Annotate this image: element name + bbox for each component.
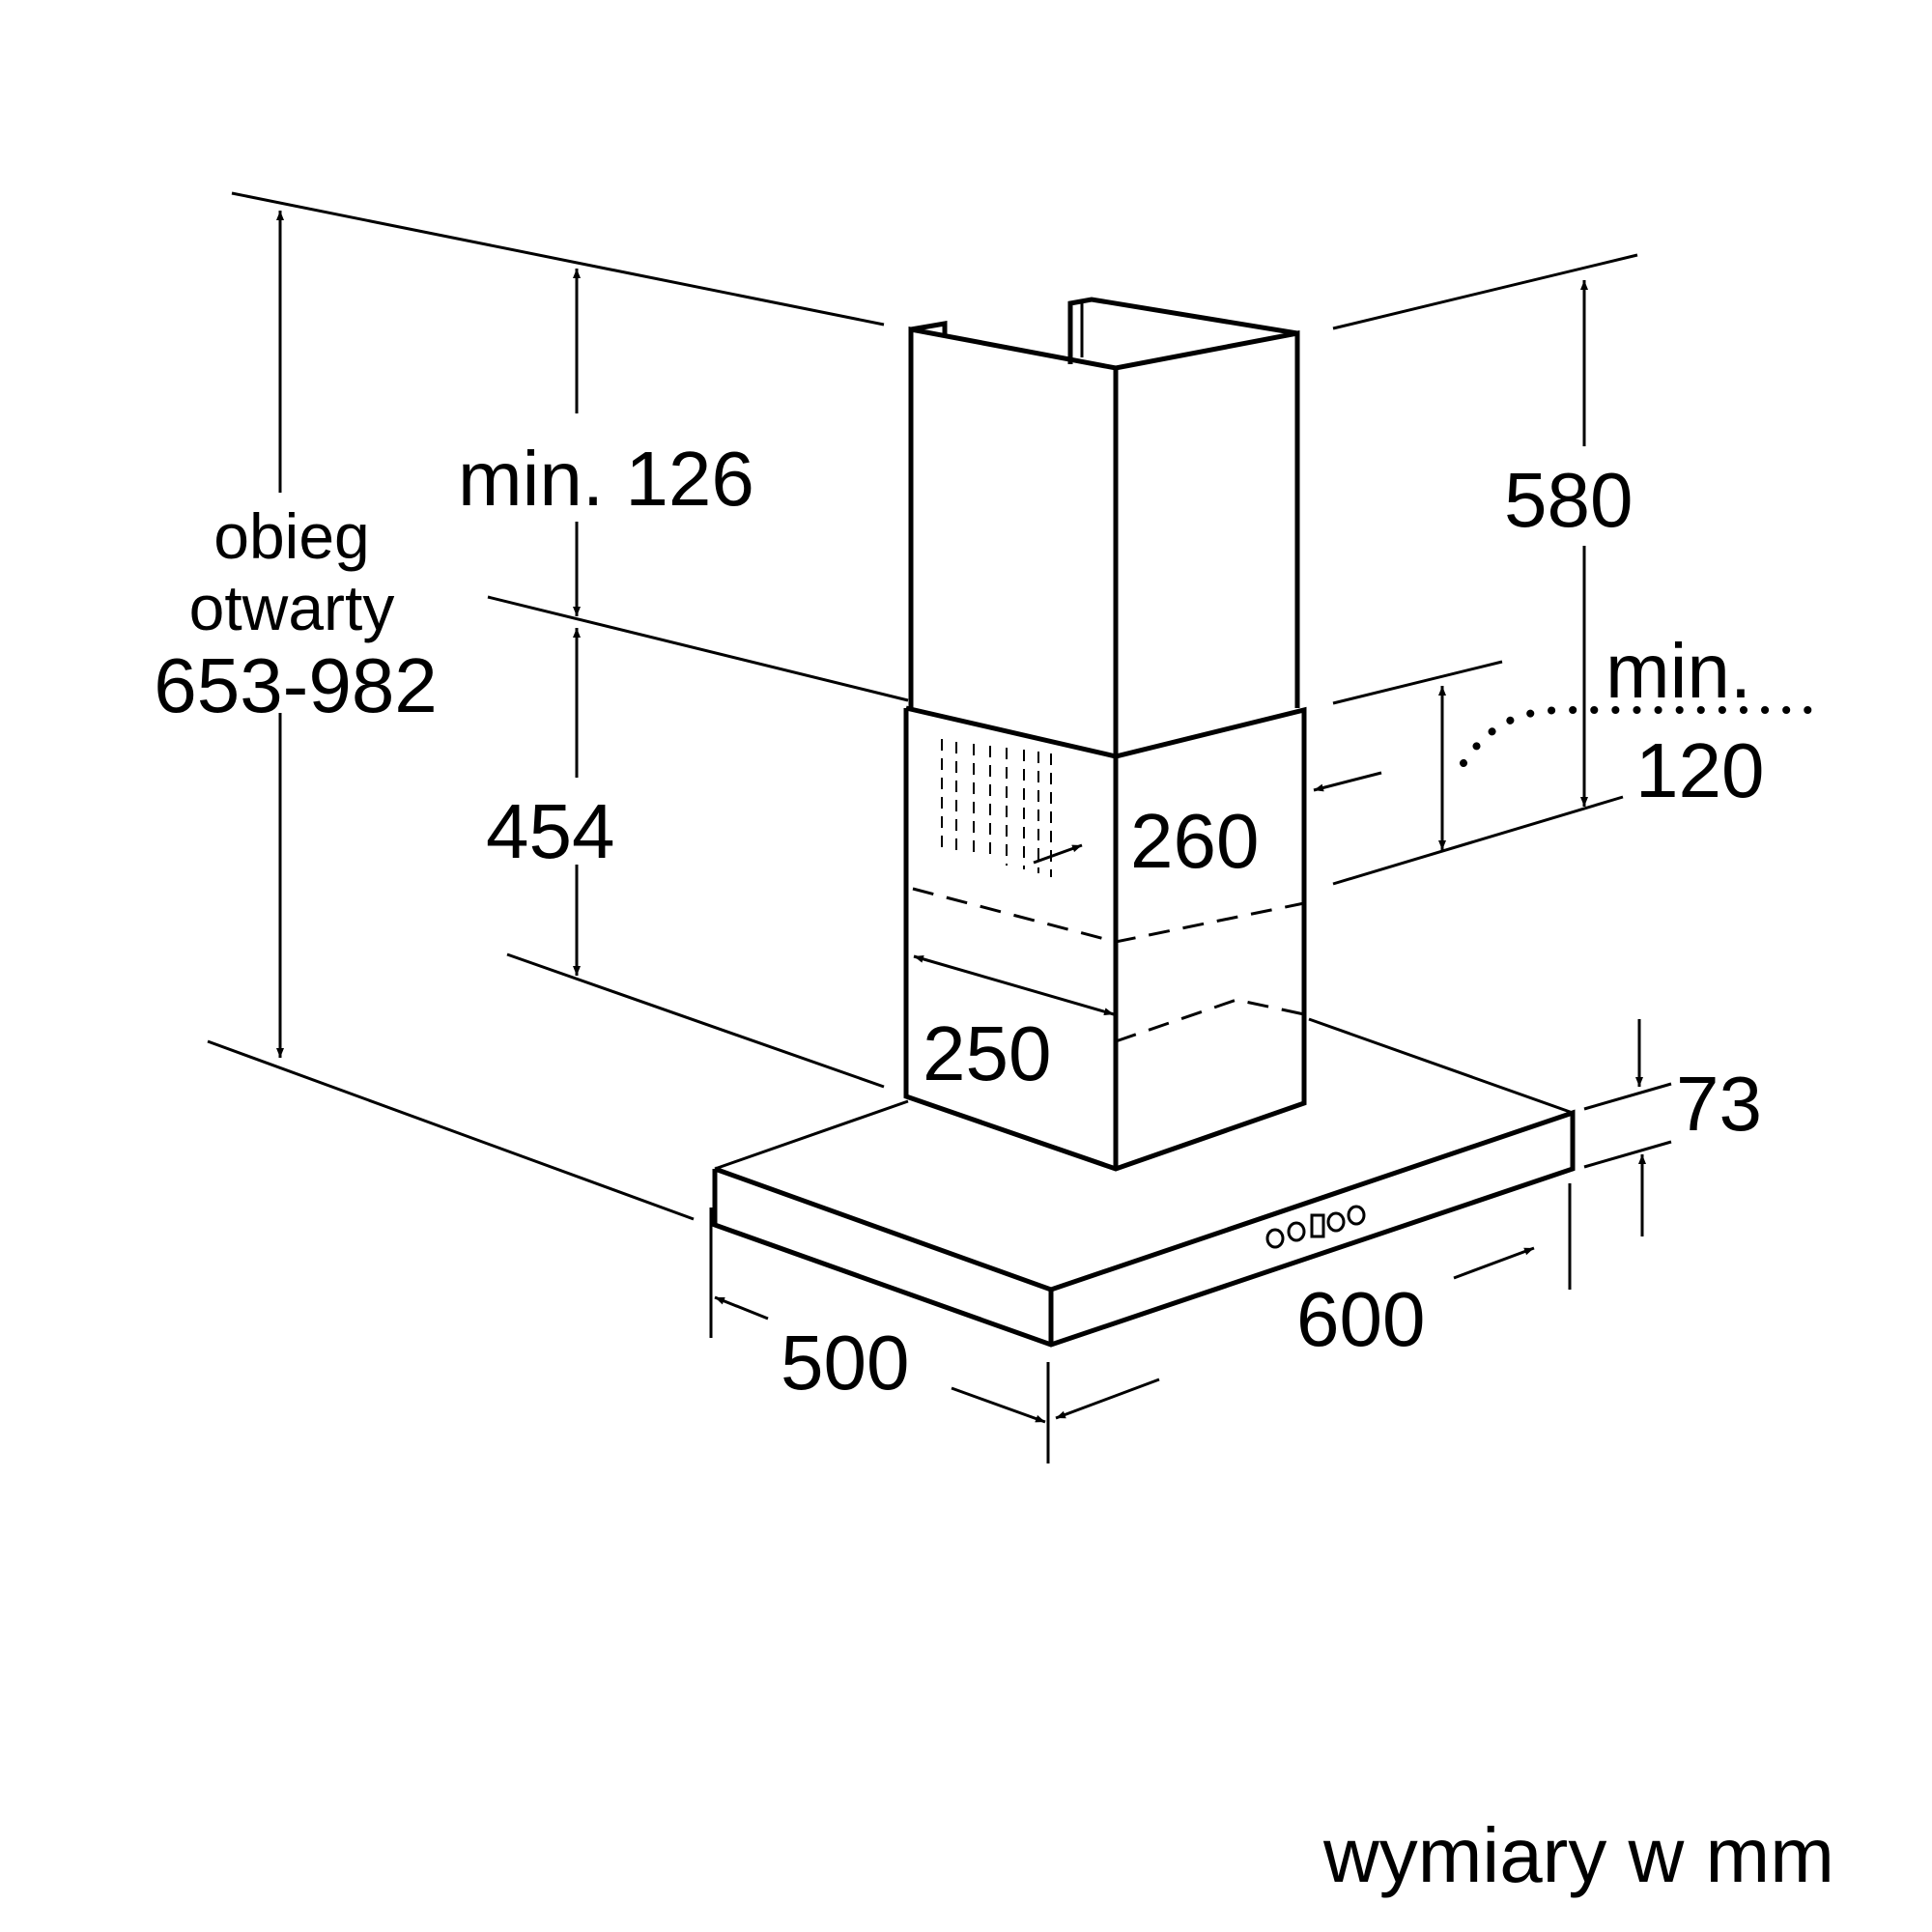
dimension-labels: min. 126 obieg otwarty 653-982 454 580 m… xyxy=(154,436,1834,1898)
label-454: 454 xyxy=(486,788,614,874)
label-250: 250 xyxy=(923,1010,1051,1096)
label-260: 260 xyxy=(1130,798,1259,884)
chimney-upper xyxy=(908,297,1300,756)
label-open-circuit-range: 653-982 xyxy=(154,642,438,728)
hood-canopy xyxy=(712,1017,1576,1348)
label-73: 73 xyxy=(1676,1061,1762,1147)
label-open-circuit-2: otwarty xyxy=(189,572,395,643)
label-min-126: min. 126 xyxy=(458,436,754,522)
label-600: 600 xyxy=(1296,1276,1425,1362)
control-buttons xyxy=(1265,1205,1366,1249)
label-500: 500 xyxy=(781,1320,909,1406)
dimension-arrows xyxy=(276,211,1820,1424)
extension-lines xyxy=(207,191,1672,1463)
label-open-circuit-1: obieg xyxy=(213,500,370,572)
label-580: 580 xyxy=(1504,457,1633,543)
units-note: wymiary w mm xyxy=(1322,1812,1834,1898)
label-min: min. xyxy=(1605,628,1751,714)
chimney-lower xyxy=(903,705,1307,1172)
filter-grille xyxy=(941,739,1052,877)
label-120: 120 xyxy=(1635,727,1764,813)
